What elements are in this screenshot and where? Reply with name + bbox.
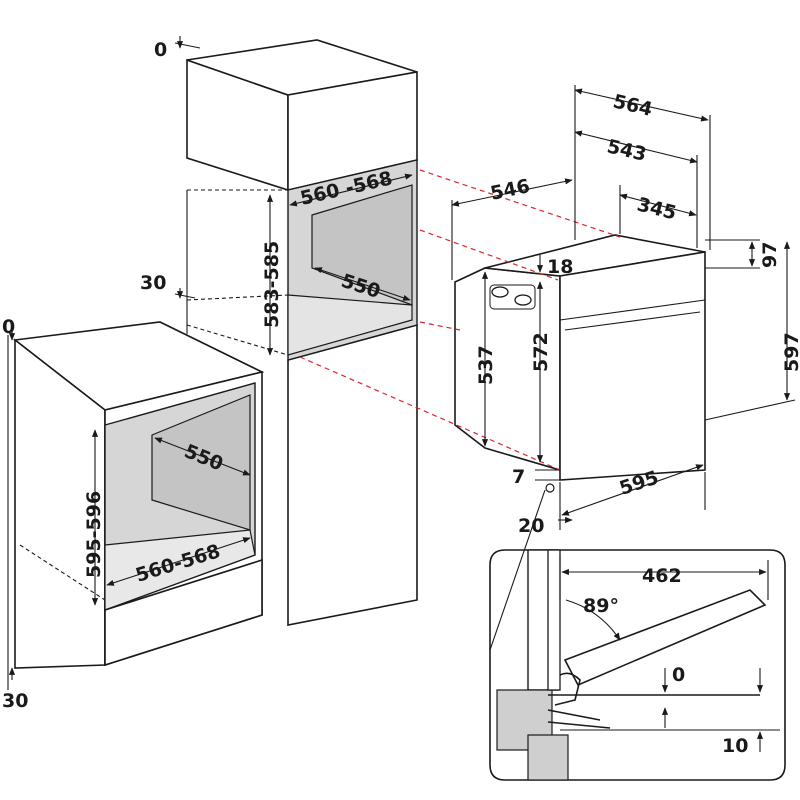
base-cabinet: [7, 321, 265, 690]
label-base-bottom-offset: 30: [2, 690, 28, 712]
label-tall-top-offset: 0: [154, 39, 167, 61]
label-oven-depth-rear: 345: [635, 194, 679, 225]
door-detail-inset: [489, 489, 786, 781]
label-oven-depth-body: 543: [605, 135, 649, 165]
label-oven-body-height: 537: [475, 345, 497, 385]
label-oven-front-offset: 20: [518, 515, 544, 537]
tall-column-cabinet: [174, 39, 418, 626]
label-oven-panel-height: 97: [759, 242, 781, 268]
label-oven-front-height: 572: [530, 332, 552, 372]
label-door-length: 462: [642, 565, 682, 587]
label-oven-total-height: 597: [781, 332, 800, 372]
label-door-angle: 89°: [583, 595, 619, 617]
alignment-lines: [299, 169, 621, 471]
oven-body: [454, 234, 706, 493]
label-oven-top-gap: 18: [547, 256, 573, 278]
label-door-floor-gap: 0: [672, 664, 685, 686]
label-oven-depth-total: 564: [611, 90, 655, 120]
label-base-top-offset: 0: [2, 316, 15, 338]
label-plinth-gap: 10: [722, 735, 748, 757]
label-base-opening-height: 595-596: [83, 491, 105, 578]
label-tall-opening-height: 583-585: [261, 241, 283, 328]
label-oven-depth-side: 546: [488, 175, 531, 205]
label-oven-bottom-gap: 7: [512, 466, 525, 488]
label-tall-side-offset: 30: [140, 272, 166, 294]
dimension-lines: [8, 36, 796, 680]
